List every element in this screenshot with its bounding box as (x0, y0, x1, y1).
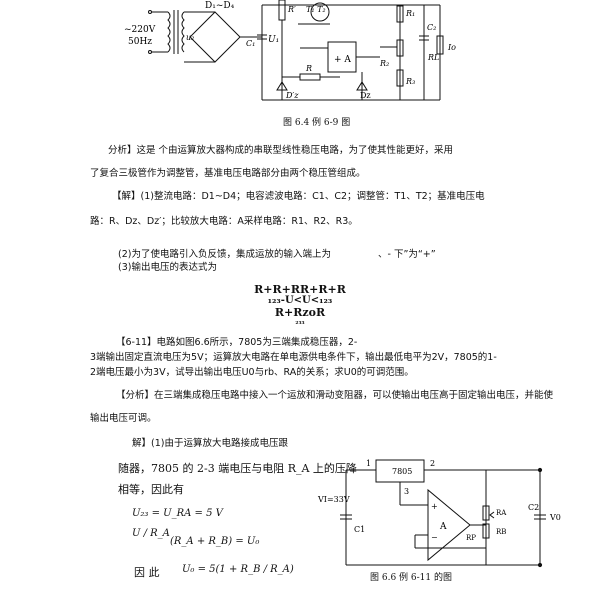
label-rl: RL (427, 53, 439, 62)
label-d1d4: D₁~D₄ (205, 1, 235, 11)
analysis-line-2: 了复合三极管作为调整管，基准电压电路部分由两个稳压管组成。 (90, 168, 366, 179)
problem-611-line-2: 3端输出固定直流电压为5V；运算放大电路在单电源供电条件下，输出最低电平为2V，… (90, 352, 497, 363)
equation-3-prefix: 因 此 (134, 566, 160, 579)
label-c2-b: C2 (528, 503, 539, 512)
label-rp: RP (466, 534, 476, 542)
analysis2-line-2: 输出电压可调。 (90, 413, 157, 424)
formula-line-4: ₂₃₃ (295, 317, 305, 326)
equation-2-lhs: U / R_A (132, 528, 170, 539)
solution2-line-3: 相等，因此有 (118, 483, 184, 496)
label-t1t2: T₁ T₂ (306, 5, 326, 14)
analysis2-line-1: 【分析】在三端集成稳压电路中接入一个运放和滑动变阻器，可以使输出电压高于固定输出… (116, 390, 554, 401)
problem-611-line-1: 【6-11】电路如图6.6所示，7805为三端集成稳压器，2- (116, 337, 358, 348)
label-vi: VI=33V (317, 495, 350, 504)
solution-line-2: 路：R、Dz、Dz′；比较放大电路：A采样电路：R1、R2、R3。 (90, 216, 358, 227)
label-opamp-minus: − (431, 533, 438, 542)
label-c1-b: C1 (354, 525, 365, 534)
label-opamp-a: A (439, 522, 447, 532)
equation-1: U₂₃ = U_RA = 5 V (132, 508, 223, 519)
analysis-line-1: 分析】这是 个由运算放大器构成的串联型线性稳压电路，为了使其性能更好，采用 (108, 145, 454, 156)
label-vo: V0 (549, 513, 561, 522)
label-amp: + A (334, 55, 351, 65)
equation-3: U₀ = 5(1 + R_B / R_A) (182, 564, 294, 575)
label-c1: C₁ (246, 39, 255, 48)
label-u1: U₁ (268, 35, 279, 45)
label-u2: u₂ (186, 33, 194, 42)
label-pin3: 3 (404, 487, 409, 496)
label-rb: RB (496, 528, 506, 536)
label-io: Io (447, 43, 456, 52)
formula-line-3: R+RzoR (274, 306, 326, 319)
figure-6-4-circuit: ~220V 50Hz u₂ D₁~D₄ C₁ U₁ R′ T₁ T₂ + A R… (124, 0, 456, 101)
label-pin2: 2 (430, 459, 435, 468)
label-c2: C₂ (427, 23, 436, 32)
label-ra: RA (496, 509, 507, 517)
label-r3: R₃ (405, 77, 415, 86)
label-dzprime: D′z (285, 91, 299, 100)
solution2-line-1: 解】(1)由于运算放大电路接成电压跟 (132, 438, 288, 449)
label-pin1: 1 (366, 459, 371, 468)
label-dz: Dz (360, 91, 371, 100)
figure-6-4-caption: 图 6.4 例 6-9 图 (283, 118, 351, 128)
solution-line-3b: 、- 下”为“+” (378, 249, 436, 260)
equation-2-rhs: (R_A + R_B) = U₀ (170, 536, 260, 547)
label-r1: R₁ (405, 9, 415, 18)
solution2-line-2: 随器，7805 的 2-3 端电压与电阻 R_A 上的压降 (118, 462, 357, 475)
formula-line-1: R+R+RR+R+R (254, 283, 346, 296)
figure-6-6-caption: 图 6.6 例 6-11 的图 (370, 573, 452, 583)
label-rprime: R′ (287, 5, 296, 14)
solution-line-3a: (2)为了使电路引入负反馈，集成运放的输入端上为 (118, 249, 331, 260)
problem-611-line-3: 2端电压最小为3V，试导出输出电压U0与rb、RA的关系；求U0的可调范围。 (90, 367, 414, 378)
label-r: R (305, 64, 312, 73)
solution-line-4: (3)输出电压的表达式为 (118, 262, 217, 273)
label-freq: 50Hz (128, 37, 152, 47)
label-r2: R₂ (379, 59, 389, 68)
label-vin: ~220V (124, 25, 156, 35)
solution-line-1: 【解】(1)整流电路：D1~D4；电容滤波电路：C1、C2；调整管：T1、T2；… (112, 191, 485, 202)
formula-line-2: ₁₂₃-U<U<₁₂₃ (267, 295, 333, 306)
label-7805: 7805 (392, 467, 412, 476)
label-opamp-plus: + (431, 502, 438, 511)
